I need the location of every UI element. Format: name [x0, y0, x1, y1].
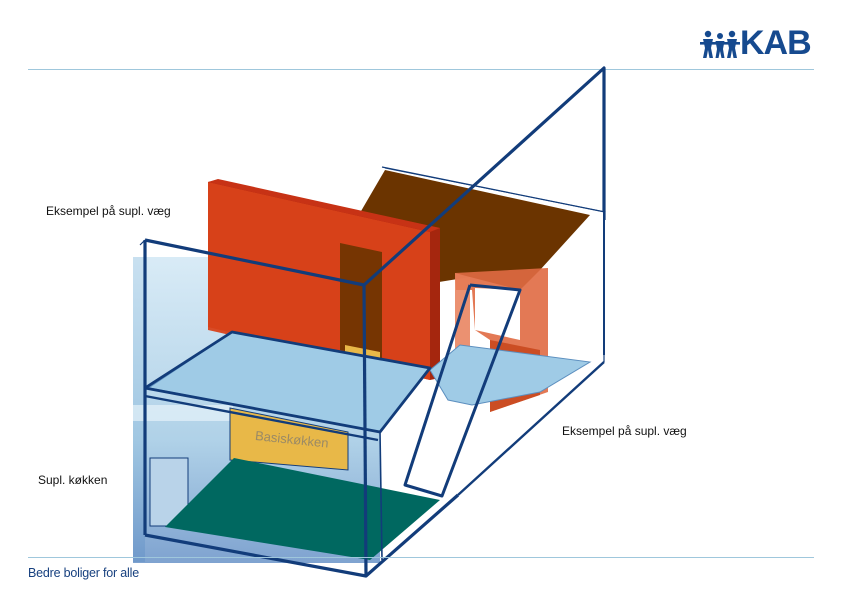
footer-slogan: Bedre boliger for alle [28, 566, 139, 580]
label-supplementary-kitchen: Supl. køkken [38, 473, 108, 487]
people-icon [700, 30, 740, 58]
footer-divider [28, 557, 814, 558]
basic-kitchen-block [229, 407, 349, 471]
floor-light-blue-right [429, 344, 592, 406]
supplementary-wall-left [208, 179, 440, 380]
room-frame-outline [143, 66, 606, 578]
floor-teal [165, 458, 440, 560]
label-wall-example-right: Eksempel på supl. væg [562, 424, 687, 438]
kab-logo: KAB [700, 24, 816, 62]
header-divider [28, 69, 814, 70]
label-wall-example-left: Eksempel på supl. væg [46, 204, 171, 218]
logo-wordmark: KAB [740, 24, 812, 62]
